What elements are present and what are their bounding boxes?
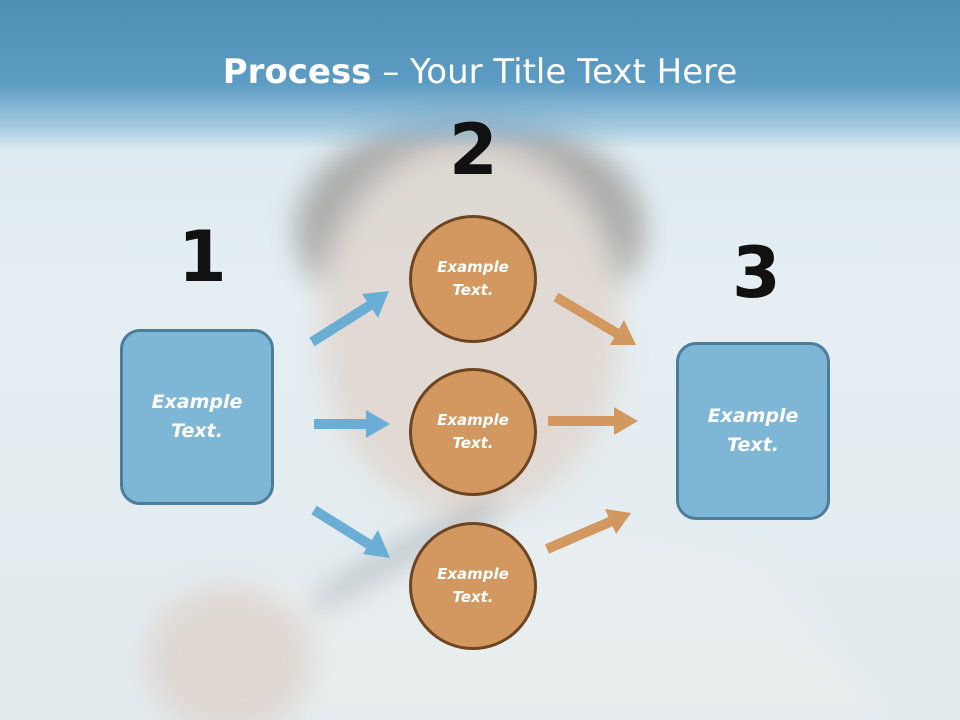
step-1-label: Example Text. bbox=[151, 391, 243, 442]
arrow-down-right-blue bbox=[311, 505, 390, 558]
step-3-box: Example Text. bbox=[676, 342, 830, 520]
step-2-circle-top: Example Text. bbox=[409, 215, 537, 343]
arrow-right-orange bbox=[548, 407, 638, 435]
step-number-1: 1 bbox=[178, 216, 227, 298]
step-number-2: 2 bbox=[449, 109, 498, 191]
circle-top-label: Example Text. bbox=[437, 258, 509, 299]
arrow-up-right-orange bbox=[545, 509, 631, 554]
step-3-label: Example Text. bbox=[707, 405, 799, 456]
step-2-circle-bottom: Example Text. bbox=[409, 522, 537, 650]
step-1-box: Example Text. bbox=[120, 329, 274, 505]
arrow-down-right-orange bbox=[553, 292, 636, 345]
title-bold-part: Process bbox=[222, 52, 372, 92]
arrow-right-blue bbox=[314, 410, 390, 438]
circle-middle-label: Example Text. bbox=[437, 411, 509, 452]
title-rest-part: – Your Title Text Here bbox=[371, 52, 738, 92]
circle-bottom-label: Example Text. bbox=[437, 565, 509, 606]
step-2-circle-middle: Example Text. bbox=[409, 368, 537, 496]
arrow-up-right-blue bbox=[309, 291, 389, 347]
step-number-3: 3 bbox=[732, 232, 781, 314]
title-bar bbox=[0, 0, 960, 150]
slide-title: Process – Your Title Text Here bbox=[0, 52, 960, 92]
